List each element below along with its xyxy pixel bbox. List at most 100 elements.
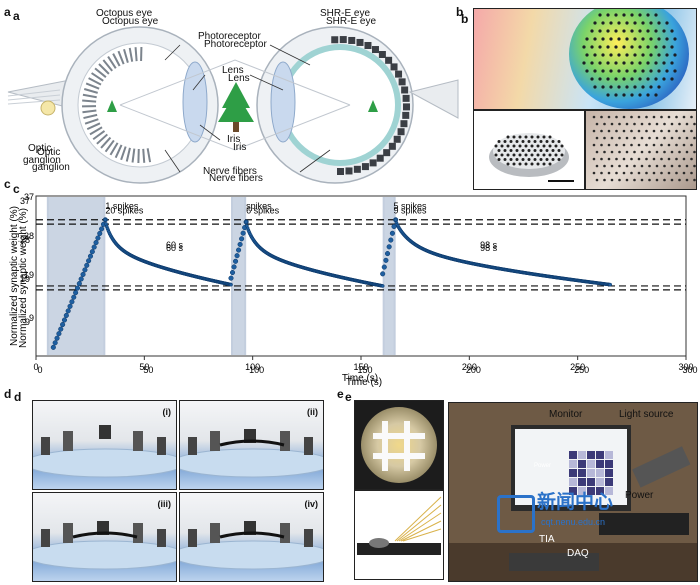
x-tick-label: 100 [245, 362, 260, 372]
photoreceptor-block [337, 168, 344, 175]
pixel-dot [593, 21, 597, 25]
pixel-dot [667, 157, 671, 161]
photoreceptor-block [378, 50, 386, 58]
pixel-dot [606, 45, 610, 49]
photoreceptor-block [388, 142, 396, 150]
pixel-dot [512, 144, 516, 148]
pixel-dot [539, 149, 543, 152]
pixel-dot [630, 93, 634, 97]
flexible-array-photo [585, 110, 697, 190]
x-tick-label: 150 [353, 362, 368, 372]
pixel-dot [641, 53, 645, 57]
photoreceptor-block [345, 167, 353, 175]
pixel-dot [598, 61, 602, 65]
gripper-step-2: (ii) [179, 400, 324, 490]
photoreceptor-mark [83, 88, 98, 94]
chart-annotation: 9 spikes [394, 205, 428, 215]
data-point [383, 257, 389, 263]
pixel-dot [690, 157, 693, 161]
pixel-dot [622, 115, 626, 119]
pixel-dot [614, 93, 618, 97]
data-point [393, 217, 398, 222]
data-point [67, 303, 73, 309]
pixel-dot [652, 143, 656, 147]
pixel-dot [515, 140, 519, 143]
pixel-dot [600, 171, 603, 175]
data-point [231, 264, 237, 270]
pixel-dot [530, 162, 534, 166]
pixel-dot [678, 136, 681, 140]
pixel-dot [595, 150, 599, 154]
pixel-dot [506, 144, 510, 148]
panel-label-c: c [4, 177, 11, 191]
pixel-dot [521, 158, 525, 161]
pixel-dot [524, 135, 528, 139]
data-point [82, 267, 88, 273]
pixel-dot [603, 122, 606, 126]
pixel-dot [600, 129, 603, 133]
pixel-dot [654, 29, 658, 33]
pixel-dot [607, 171, 611, 175]
pixel-dot [497, 158, 501, 161]
pixel-dot [530, 135, 534, 139]
pixel-dot [638, 93, 642, 97]
y-tick-label: 19 [24, 270, 34, 280]
pixel-dot [622, 77, 626, 81]
photoreceptor-mark [82, 93, 97, 99]
photoreceptor-block [383, 149, 391, 157]
data-point [103, 217, 108, 222]
data-point [60, 322, 66, 328]
pixel-dot [655, 178, 659, 182]
pixel-dot [638, 61, 642, 65]
pixel-dot [560, 144, 564, 148]
pixel-dot [665, 37, 669, 41]
pixel-dot [601, 69, 605, 73]
pixel-dot [527, 140, 531, 143]
ganglion-label-dup: ganglion [32, 162, 70, 173]
pixel-dot [682, 171, 686, 175]
pixel-dot [548, 162, 552, 166]
pixel-dot [645, 171, 648, 175]
pixel-dot [592, 171, 596, 175]
x-axis-label-dup: Time (s) [346, 377, 382, 388]
pixel-dot [606, 61, 610, 65]
data-point [386, 244, 392, 250]
photoreceptor-block [400, 120, 408, 128]
pixel-dot [515, 149, 519, 152]
octopus-eye-label: Octopus eye [96, 8, 153, 19]
pixel-dot [607, 157, 611, 161]
pixel-dot [646, 77, 650, 81]
pixel-dot [645, 157, 648, 161]
pixel-dot [595, 164, 599, 168]
photoreceptor-mark [109, 142, 119, 156]
pixel-dot [610, 150, 614, 154]
pixel-dot [690, 143, 693, 147]
data-point [384, 251, 391, 257]
y-tick-label-dup: 37 [20, 196, 30, 206]
pixel-dot [648, 122, 651, 126]
pixel-dot [609, 37, 613, 41]
gripper-step-label: (ii) [307, 407, 318, 417]
pixel-dot [530, 144, 534, 148]
pixel-dot [582, 61, 586, 65]
pixel-dot [625, 37, 629, 41]
pixel-dot [618, 122, 621, 126]
pixel-dot [545, 140, 549, 143]
pixel-dot [660, 143, 663, 147]
pixel-dot [657, 85, 661, 89]
panel-label-b: b [456, 5, 464, 19]
pixel-dot [625, 164, 629, 168]
pixel-dot [638, 13, 642, 17]
monitor-pixel [578, 478, 586, 486]
monitor-pixel [578, 460, 586, 468]
pixel-dot [615, 129, 618, 133]
data-point [74, 285, 81, 291]
pixel-dot [682, 143, 686, 147]
pixel-dot [652, 157, 656, 161]
pixel-dot [617, 69, 621, 73]
pixel-dot [593, 53, 597, 57]
data-point [91, 244, 97, 250]
pixel-dot [614, 13, 618, 17]
pixel-dot [607, 129, 611, 133]
data-point [97, 230, 103, 237]
